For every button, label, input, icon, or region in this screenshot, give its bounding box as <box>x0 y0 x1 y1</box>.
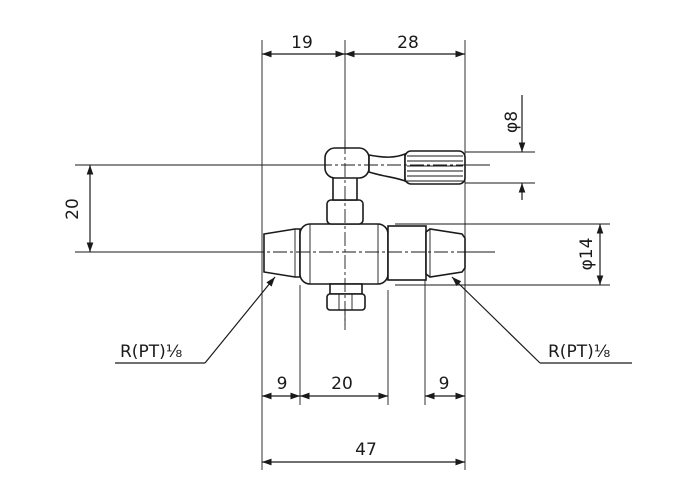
right-thread-callout: R(PT)⅛ <box>548 342 610 362</box>
valve-body <box>263 147 466 311</box>
dim-top-right: 28 <box>397 33 419 53</box>
dimension-lines <box>86 50 604 466</box>
dim-top-left: 19 <box>291 33 313 53</box>
dim-body-diameter: φ14 <box>577 238 597 271</box>
dim-overall-length: 47 <box>355 440 377 460</box>
dim-bottom-right: 9 <box>439 374 450 394</box>
knurl-lines <box>407 155 463 182</box>
dim-handle-height: 20 <box>63 198 83 220</box>
left-thread-callout: R(PT)⅛ <box>120 342 182 362</box>
leader-lines <box>115 276 632 364</box>
dim-bottom-middle: 20 <box>331 374 353 394</box>
dim-handle-diameter: φ8 <box>502 111 522 133</box>
center-lines <box>250 140 495 325</box>
dim-bottom-left: 9 <box>277 374 288 394</box>
